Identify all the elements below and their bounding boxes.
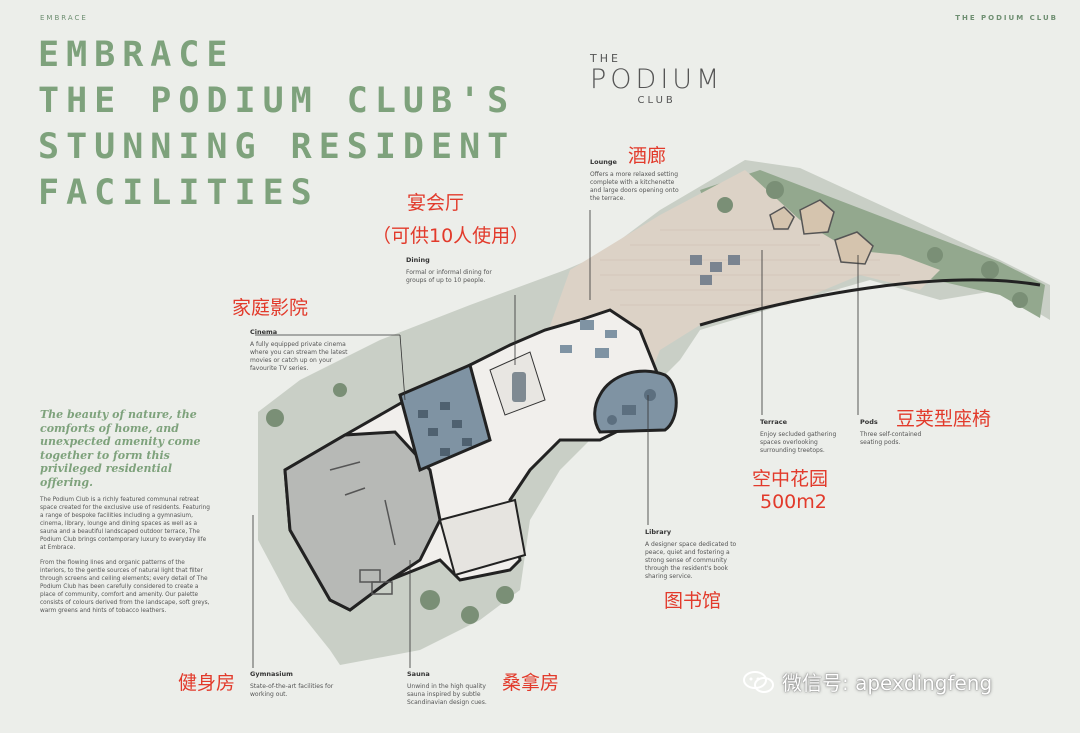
annotation-pods: 豆荚型座椅 <box>896 408 992 430</box>
library-seats <box>607 389 656 425</box>
cinema-title: Cinema <box>250 328 278 336</box>
annotation-library: 图书馆 <box>664 590 722 612</box>
pods-desc: Three self-contained seating pods. <box>860 431 922 446</box>
annotation-cinema: 家庭影院 <box>232 297 309 319</box>
facility-lounge: Lounge Offers a more relaxed setting com… <box>590 158 685 203</box>
podium-club-logo: THE PODIUM CLUB <box>590 52 723 106</box>
gym-equipment <box>329 461 396 595</box>
facility-dining: Dining Formal or informal dining for gro… <box>406 256 506 285</box>
lounge-title: Lounge <box>590 158 617 166</box>
leader-lines <box>252 210 859 668</box>
facility-terrace: Terrace Enjoy secluded gathering spaces … <box>760 418 845 455</box>
cinema-desc: A fully equipped private cinema where yo… <box>250 341 348 372</box>
facility-sauna: Sauna Unwind in the high quality sauna i… <box>407 670 497 707</box>
title-line-4: FACILITIES <box>38 173 319 213</box>
terrace-tables <box>690 255 740 285</box>
annotation-terrace-2: 500m2 <box>760 491 827 513</box>
logo-name: PODIUM <box>590 64 724 95</box>
lounge-furniture <box>560 320 617 358</box>
gymnasium-title: Gymnasium <box>250 670 293 678</box>
annotation-gym: 健身房 <box>178 672 236 694</box>
watermark-text: 微信号: apexdingfeng <box>782 671 993 695</box>
intro-section: The beauty of nature, the comforts of ho… <box>40 408 210 615</box>
gymnasium-room <box>283 430 442 612</box>
sauna-room <box>438 498 527 577</box>
dining-table <box>512 372 526 402</box>
terrace-curve-wall <box>699 278 1041 327</box>
logo-the: THE <box>590 52 621 65</box>
intro-tagline: The beauty of nature, the comforts of ho… <box>40 408 201 489</box>
watermark: 微信号: apexdingfeng <box>742 667 992 696</box>
header-right-label: THE PODIUM CLUB <box>955 14 1058 22</box>
seating-pods <box>769 199 874 265</box>
annotation-dining-2: （可供10人使用） <box>372 225 530 247</box>
dining-title: Dining <box>406 256 430 264</box>
intro-paragraph-2: From the flowing lines and organic patte… <box>40 560 210 614</box>
terrace-title: Terrace <box>760 418 788 426</box>
title-line-3: STUNNING RESIDENT <box>38 127 516 167</box>
dining-desc: Formal or informal dining for groups of … <box>406 269 492 284</box>
annotation-terrace-1: 空中花园 <box>752 468 829 490</box>
gymnasium-desc: State-of-the-art facilities for working … <box>250 683 334 698</box>
lounge-desc: Offers a more relaxed setting complete w… <box>590 171 679 202</box>
title-line-2: THE PODIUM CLUB'S <box>38 81 516 121</box>
wechat-icon <box>743 670 774 693</box>
intro-paragraph-1: The Podium Club is a richly featured com… <box>40 497 210 551</box>
header-left-label: EMBRACE <box>40 14 88 22</box>
paving-grid <box>600 229 900 306</box>
facility-library: Library A designer space dedicated to pe… <box>645 528 745 581</box>
sauna-title: Sauna <box>407 670 430 678</box>
library-title: Library <box>645 528 672 536</box>
annotation-dining-1: 宴会厅 <box>407 192 465 214</box>
logo-club: CLUB <box>637 95 676 106</box>
annotation-lounge: 酒廊 <box>628 145 667 167</box>
facility-cinema: Cinema A fully equipped private cinema w… <box>250 328 350 373</box>
page-title: EMBRACE THE PODIUM CLUB'S STUNNING RESID… <box>38 32 515 216</box>
title-line-1: EMBRACE <box>38 35 235 75</box>
terrace-desc: Enjoy secluded gathering spaces overlook… <box>760 431 837 454</box>
library-desc: A designer space dedicated to peace, qui… <box>645 541 737 580</box>
facility-pods: Pods Three self-contained seating pods. <box>860 418 935 447</box>
sauna-desc: Unwind in the high quality sauna inspire… <box>407 683 487 706</box>
cinema-seats <box>418 402 472 456</box>
facility-gymnasium: Gymnasium State-of-the-art facilities fo… <box>250 670 345 699</box>
pods-title: Pods <box>860 418 878 426</box>
annotation-sauna: 桑拿房 <box>502 672 560 694</box>
